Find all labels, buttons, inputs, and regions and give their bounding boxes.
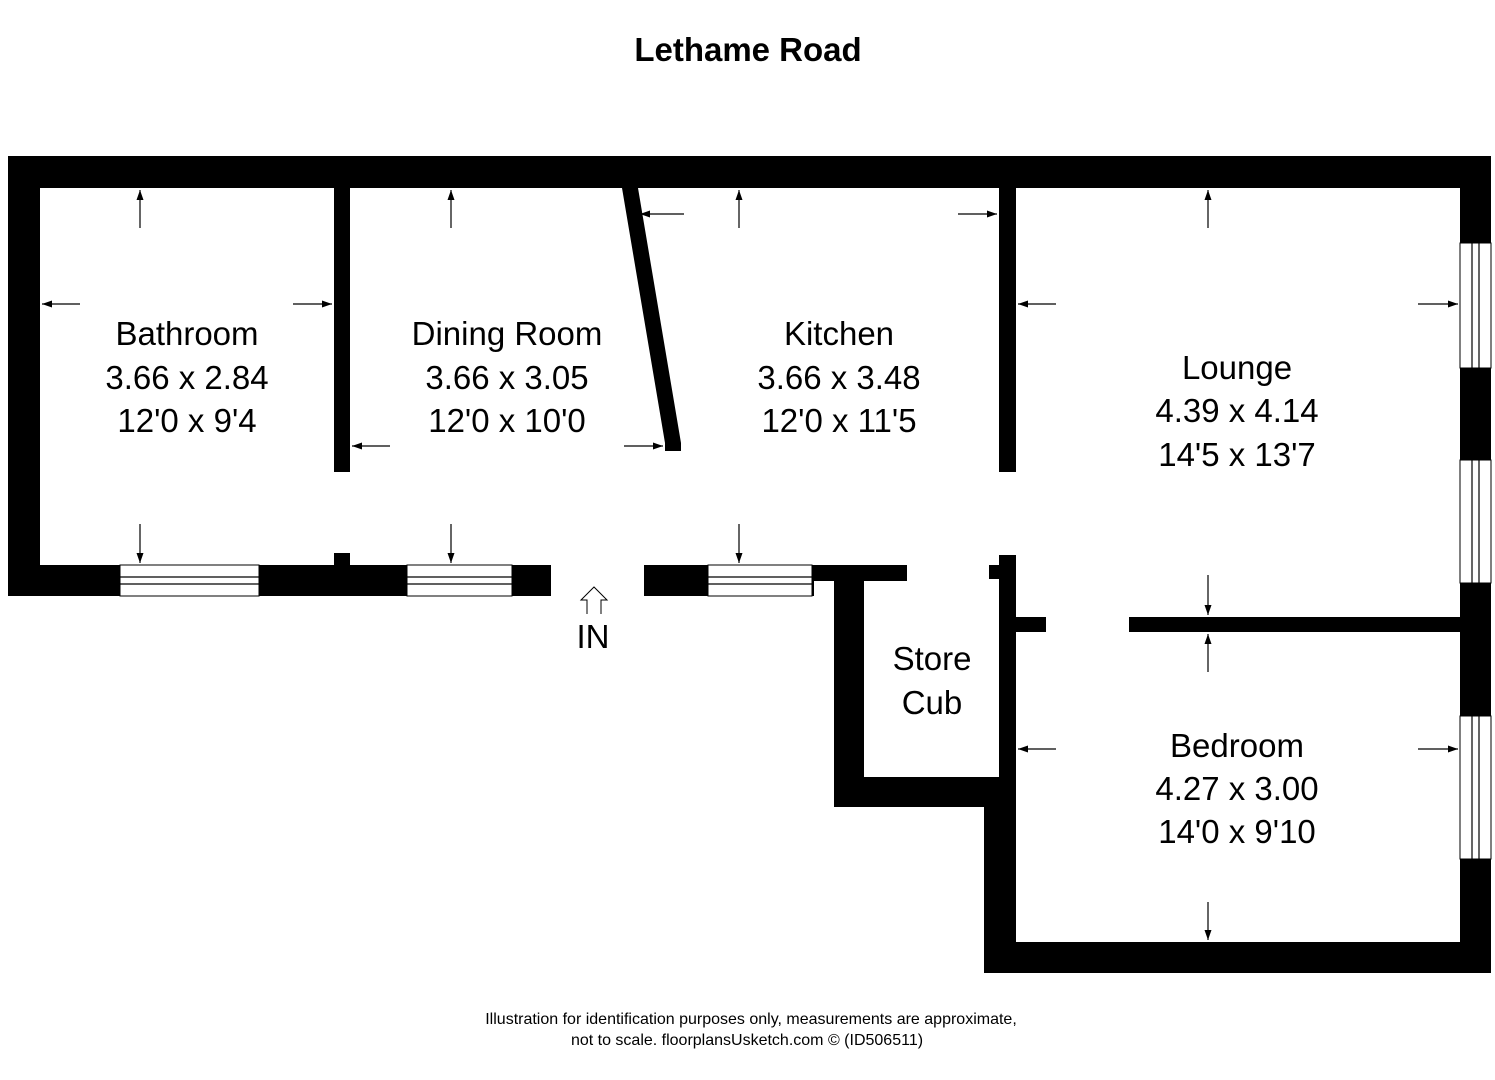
room-dining: Dining Room 3.66 x 3.05 12'0 x 10'0 [412,315,603,439]
dimension-arrow-icon [293,300,332,308]
disclaimer-line1: Illustration for identification purposes… [485,1011,1017,1028]
dimension-arrow-icon [42,300,80,308]
entrance-arrow-icon [579,586,609,614]
window-kitchen [707,564,813,597]
dimension-arrow-icon [1018,745,1056,753]
room-name-line2: Cub [902,684,963,721]
window-dining [406,564,513,597]
wall-top [8,156,1491,188]
dimension-arrow-icon [136,524,144,563]
windows [119,242,1492,860]
room-name-line1: Store [893,640,972,677]
dimension-arrow-icon [735,190,743,228]
wall-bath-dining-stub [334,553,350,567]
room-bedroom: Bedroom 4.27 x 3.00 14'0 x 9'10 [1155,727,1318,850]
dimension-arrow-icon [136,190,144,228]
room-store: Store Cub [893,640,972,721]
window-bathroom [119,564,260,597]
room-name: Kitchen [784,315,894,352]
dimension-arrow-icon [1204,902,1212,940]
room-kitchen: Kitchen 3.66 x 3.48 12'0 x 11'5 [757,315,920,439]
entrance-label: IN [577,618,610,655]
dimension-arrow-icon [447,190,455,228]
room-imperial: 14'5 x 13'7 [1158,436,1316,473]
dimension-arrow-icon [640,210,684,218]
room-imperial: 12'0 x 11'5 [761,402,916,439]
window-bedroom [1459,715,1492,860]
wall-bath-dining [334,188,350,472]
wall-store-stub [989,565,1003,579]
wall-bedroom-left [984,777,1016,973]
wall-store-right [999,555,1016,777]
dimension-arrow-icon [447,524,455,563]
dimension-arrow-icon [352,442,390,450]
plan-title: Lethame Road [634,31,861,68]
wall-lounge-bedroom-stub [1016,617,1046,632]
wall-kitchen-lounge [999,188,1016,472]
room-metric: 4.39 x 4.14 [1155,392,1318,429]
wall-store-left [834,565,864,807]
dimension-arrow-icon [1204,575,1212,615]
window-lounge-upper [1459,242,1492,369]
room-metric: 3.66 x 3.48 [757,359,920,396]
wall-lounge-bedroom [1129,617,1460,632]
room-metric: 3.66 x 3.05 [425,359,588,396]
dimension-arrow-icon [1204,634,1212,672]
wall-left [8,156,40,596]
room-lounge: Lounge 4.39 x 4.14 14'5 x 13'7 [1155,349,1318,473]
dimension-arrow-icon [1418,300,1458,308]
dimension-arrow-icon [735,524,743,563]
wall-bottom-right [984,942,1491,973]
dimension-arrow-icon [1204,190,1212,228]
room-imperial: 12'0 x 9'4 [117,402,256,439]
dimension-arrow-icon [1018,300,1056,308]
dimension-arrows [42,190,1458,940]
room-metric: 4.27 x 3.00 [1155,770,1318,807]
room-name: Bedroom [1170,727,1304,764]
wall-dining-kitchen [622,188,681,451]
window-lounge-lower [1459,459,1492,584]
dimension-arrow-icon [1418,745,1458,753]
room-bathroom: Bathroom 3.66 x 2.84 12'0 x 9'4 [105,315,268,439]
room-name: Lounge [1182,349,1292,386]
room-metric: 3.66 x 2.84 [105,359,268,396]
disclaimer-line2: not to scale. floorplansUsketch.com © (I… [571,1032,923,1049]
dimension-arrow-icon [958,210,997,218]
room-imperial: 14'0 x 9'10 [1158,813,1316,850]
dimension-arrow-icon [624,442,663,450]
room-name: Bathroom [115,315,258,352]
room-name: Dining Room [412,315,603,352]
room-imperial: 12'0 x 10'0 [428,402,586,439]
